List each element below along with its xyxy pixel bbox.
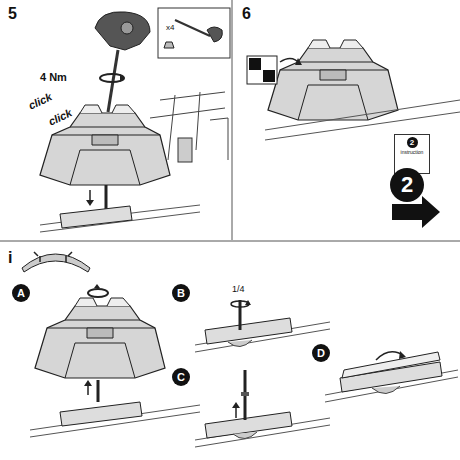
step-letter-text: A (17, 287, 25, 299)
turn-amount: 1/4 (232, 285, 245, 294)
step-number: 2 (407, 137, 418, 148)
step-letter-text: D (317, 347, 325, 359)
click-sound: click (27, 91, 54, 111)
step-letter-text: C (177, 371, 185, 383)
step-number: 5 (8, 6, 17, 22)
step-letter: D (312, 344, 330, 362)
booklet-label: instruction (401, 149, 424, 155)
step-letter: C (172, 368, 190, 386)
step-letter: B (172, 284, 190, 302)
step-letter-text: 2 (401, 172, 413, 198)
info-icon: i (8, 250, 12, 266)
next-step-circle: 2 (390, 168, 424, 202)
step-letter-text: B (177, 287, 185, 299)
step-number: 6 (242, 6, 251, 22)
quantity: x4 (166, 24, 174, 32)
click-sound: click (47, 107, 74, 127)
torque-value: 4 Nm (40, 72, 67, 83)
step-letter: A (12, 284, 30, 302)
